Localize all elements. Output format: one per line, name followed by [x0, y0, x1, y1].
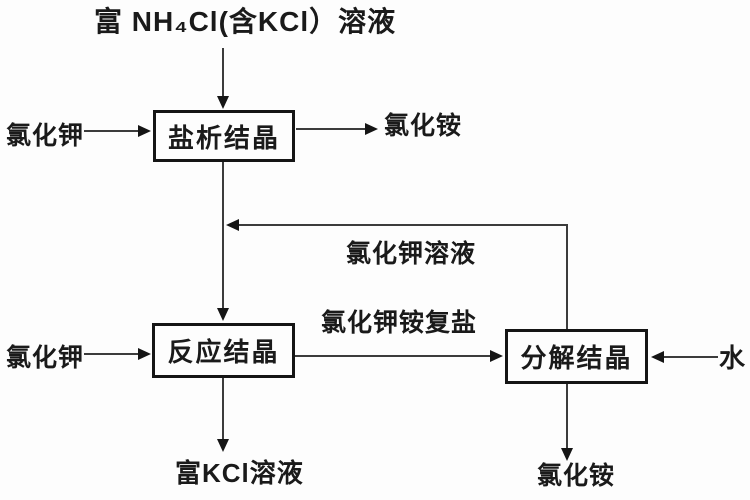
- arrowhead-left-icon: [651, 351, 664, 363]
- arrowhead-right-icon: [365, 123, 378, 135]
- arrowhead-right-icon: [138, 125, 151, 137]
- flow-line: [222, 378, 224, 439]
- arrowhead-right-icon: [138, 348, 151, 360]
- node-decomposition-crystallization: 分解结晶: [505, 329, 648, 384]
- flow-line: [238, 224, 568, 226]
- label-feed-solution: 富 NH₄Cl(含KCl）溶液: [94, 6, 397, 37]
- arrowhead-down-icon: [217, 308, 229, 321]
- node-reaction-crystallization: 反应结晶: [152, 323, 295, 378]
- flow-line: [295, 355, 490, 357]
- label-kcl-solution-recycle: 氯化钾溶液: [346, 240, 477, 268]
- label-rich-kcl-output: 富KCl溶液: [175, 458, 304, 488]
- arrowhead-right-icon: [490, 350, 503, 362]
- node-reaction-label: 反应结晶: [167, 337, 280, 367]
- flow-line: [84, 353, 138, 355]
- arrowhead-down-icon: [561, 448, 573, 461]
- node-salting-out-crystallization: 盐析结晶: [153, 110, 295, 162]
- label-kcl-input-1: 氯化钾: [6, 122, 85, 150]
- flow-line: [566, 384, 568, 448]
- label-kcl-input-2: 氯化钾: [6, 344, 85, 372]
- label-water-input: 水: [719, 343, 747, 373]
- flow-line: [663, 356, 718, 358]
- label-double-salt: 氯化钾铵复盐: [321, 309, 478, 337]
- flow-line: [222, 48, 224, 98]
- flow-line: [84, 130, 138, 132]
- flow-line: [222, 162, 224, 308]
- arrowhead-down-icon: [217, 439, 229, 452]
- flow-line: [566, 224, 568, 329]
- node-decomposition-label: 分解结晶: [520, 343, 633, 373]
- arrowhead-left-icon: [226, 219, 239, 231]
- arrowhead-down-icon: [217, 96, 229, 109]
- label-nh4cl-output-2: 氯化铵: [537, 462, 616, 490]
- flow-line: [296, 128, 365, 130]
- node-salting-out-label: 盐析结晶: [167, 122, 280, 153]
- label-nh4cl-output-1: 氯化铵: [384, 112, 463, 140]
